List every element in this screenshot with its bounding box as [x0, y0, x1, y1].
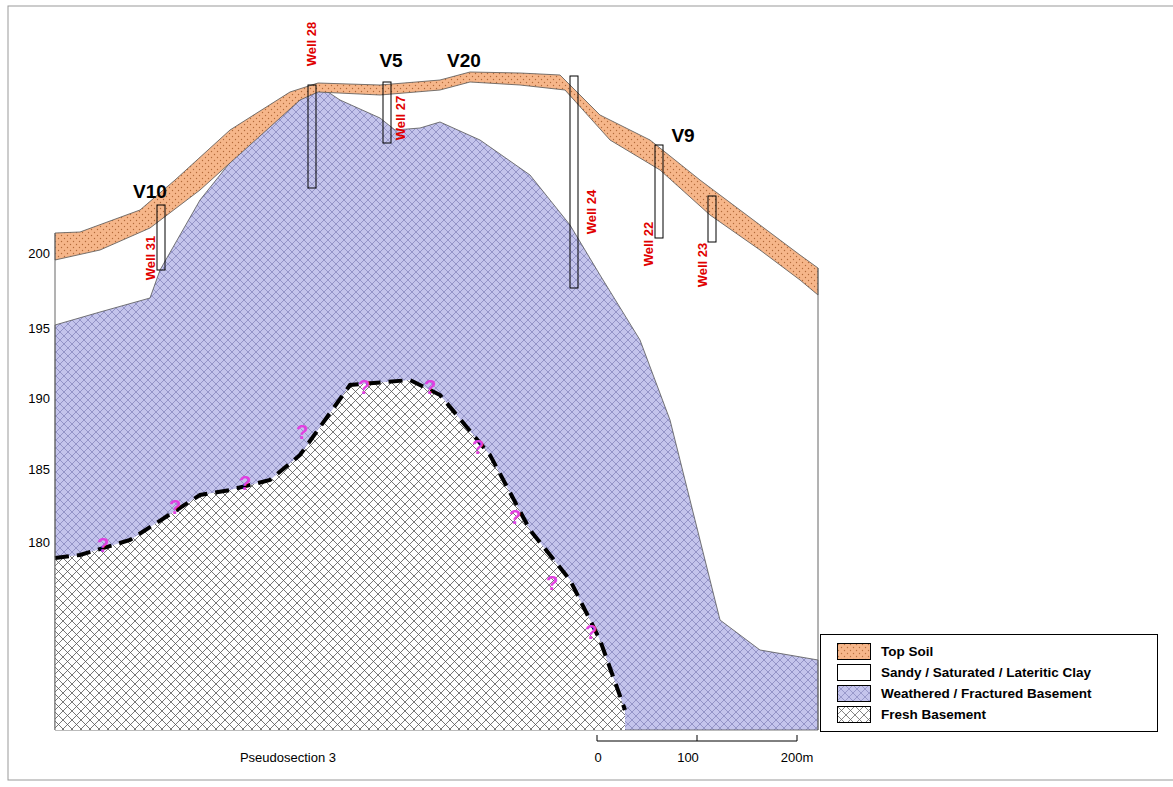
legend-swatch	[837, 664, 871, 681]
legend-text: Top Soil	[881, 644, 933, 659]
uncertainty-mark: ?	[239, 473, 251, 493]
fresh-basement	[55, 380, 625, 730]
uncertainty-mark: ?	[472, 437, 484, 457]
frame	[8, 6, 1173, 780]
uncertainty-mark: ?	[169, 497, 181, 517]
uncertainty-mark: ?	[358, 377, 370, 397]
wells	[157, 76, 716, 288]
well-casing	[570, 76, 578, 288]
station-label: V5	[379, 51, 402, 70]
legend-row: Fresh Basement	[821, 704, 1157, 725]
uncertainty-mark: ?	[424, 377, 436, 397]
top-soil	[55, 72, 818, 295]
scale-number: 200m	[781, 751, 814, 764]
legend-text: Weathered / Fractured Basement	[881, 686, 1092, 701]
well-casing	[308, 85, 316, 188]
well-casing	[708, 196, 716, 242]
well-label: Well 22	[642, 222, 655, 267]
section-edge	[55, 233, 56, 730]
legend-swatch	[837, 643, 871, 660]
legend-row: Weathered / Fractured Basement	[821, 683, 1157, 704]
scale-bar	[597, 735, 797, 741]
well-casing	[157, 205, 165, 270]
elevation-tick: 185	[28, 463, 50, 476]
inferred-boundary	[55, 380, 625, 710]
section-edge	[818, 268, 819, 730]
well-label: Well 23	[696, 243, 709, 288]
legend-swatch	[837, 685, 871, 702]
well-label: Well 27	[394, 96, 407, 141]
elevation-tick: 195	[28, 322, 50, 335]
well-label: Well 31	[144, 236, 157, 281]
legend-row: Sandy / Saturated / Lateritic Clay	[821, 662, 1157, 683]
station-label: V10	[133, 182, 167, 201]
elevation-tick: 190	[28, 392, 50, 405]
station-label: V20	[447, 51, 481, 70]
legend-swatch-fill	[838, 707, 871, 723]
well-casing	[383, 82, 391, 143]
uncertainty-mark: ?	[509, 507, 521, 527]
weathered-basement	[55, 84, 818, 730]
uncertainty-mark: ?	[97, 535, 109, 555]
well-label: Well 24	[585, 190, 598, 235]
well-casing	[655, 145, 663, 238]
uncertainty-mark: ?	[585, 622, 597, 642]
legend-swatch-fill	[838, 686, 871, 702]
legend-swatch	[837, 706, 871, 723]
legend-row: Top Soil	[821, 641, 1157, 662]
legend-swatch-fill	[838, 644, 871, 660]
legend-swatch-texture	[838, 686, 870, 701]
legend-text: Sandy / Saturated / Lateritic Clay	[881, 665, 1091, 680]
elevation-tick: 200	[28, 247, 50, 260]
scale-number: 100	[677, 751, 699, 764]
scale-number: 0	[594, 751, 601, 764]
legend-box: Top SoilSandy / Saturated / Lateritic Cl…	[820, 634, 1158, 732]
legend-swatch-texture	[838, 644, 870, 659]
elevation-tick: 180	[28, 536, 50, 549]
station-label: V9	[671, 126, 694, 145]
legend-swatch-texture	[838, 707, 870, 722]
uncertainty-mark: ?	[546, 573, 558, 593]
section-caption: Pseudosection 3	[240, 751, 336, 764]
legend-text: Fresh Basement	[881, 707, 986, 722]
well-label: Well 28	[305, 22, 318, 67]
uncertainty-mark: ?	[296, 422, 308, 442]
legend-swatch-fill	[838, 665, 871, 681]
